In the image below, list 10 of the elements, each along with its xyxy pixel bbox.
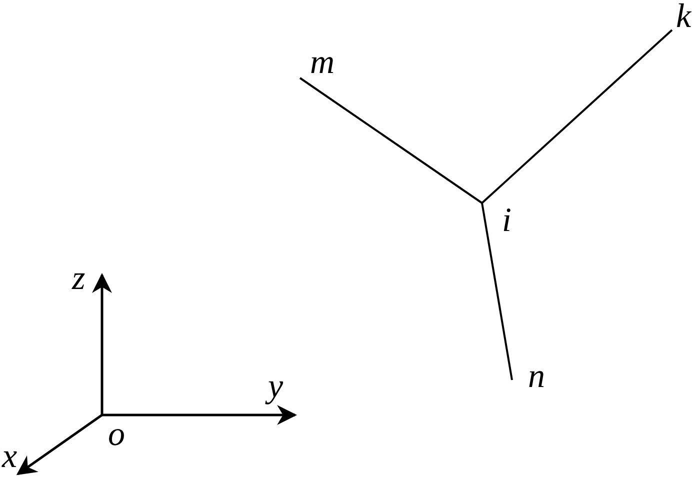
point-label: n xyxy=(528,360,545,394)
axis-label: x xyxy=(2,440,18,474)
point-label: i xyxy=(502,204,512,238)
connector-line xyxy=(299,77,483,204)
point-label: m xyxy=(310,46,335,80)
axis-label: o xyxy=(108,418,125,452)
axis-label: z xyxy=(72,262,86,296)
point-label: k xyxy=(676,0,692,34)
connector-line xyxy=(481,202,513,380)
connector-line xyxy=(481,29,673,204)
